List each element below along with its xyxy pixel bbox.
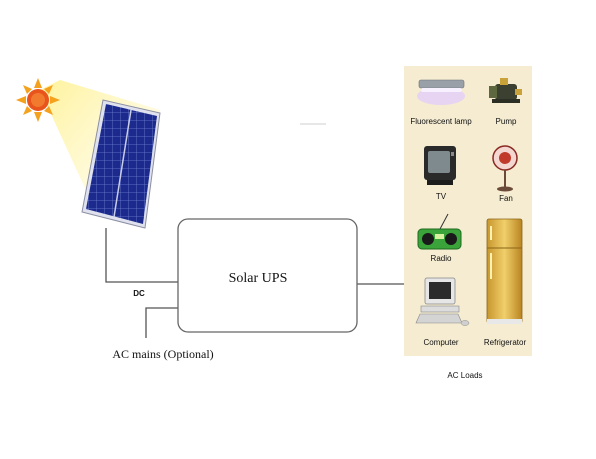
load-label-radio: Radio — [431, 254, 452, 263]
load-label-pump: Pump — [496, 117, 517, 126]
solar-ups-label: Solar UPS — [229, 271, 288, 286]
dc-label: DC — [133, 289, 145, 298]
load-label-fan: Fan — [499, 194, 513, 203]
pump-icon — [489, 78, 522, 103]
fluorescent-lamp-icon — [417, 79, 465, 105]
tv-icon — [424, 146, 456, 185]
ac-mains-label: AC mains (Optional) — [112, 347, 213, 361]
ac-loads-caption: AC Loads — [447, 371, 482, 380]
load-label-refrigerator: Refrigerator — [484, 338, 527, 347]
dc-wire — [105, 228, 178, 283]
radio-icon — [417, 213, 462, 250]
ac-mains-wire — [145, 307, 178, 338]
load-label-computer: Computer — [423, 338, 458, 347]
solar-ups-box — [177, 218, 358, 333]
load-label-tv: TV — [436, 192, 447, 201]
computer-icon — [415, 277, 470, 326]
refrigerator-icon — [486, 218, 523, 324]
sun-icon — [16, 78, 60, 122]
load-label-fluorescent-lamp: Fluorescent lamp — [410, 117, 472, 126]
solar-panel-icon — [81, 99, 161, 229]
fan-icon — [492, 145, 518, 192]
